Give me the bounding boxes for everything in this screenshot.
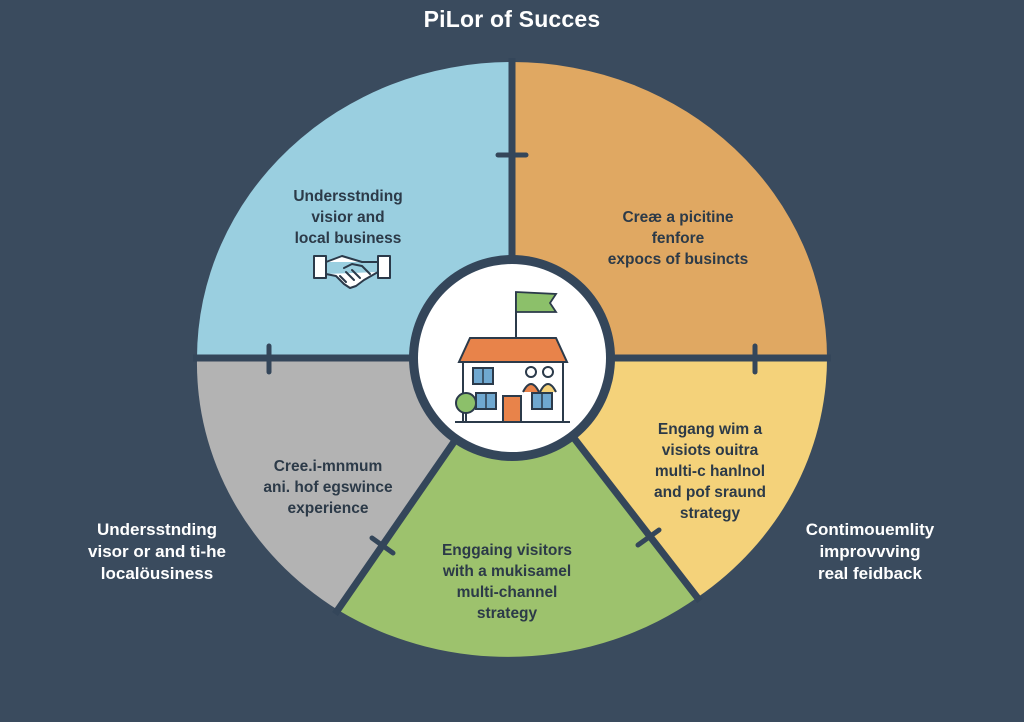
segment-yellow-line-5: strategy bbox=[679, 505, 741, 522]
segment-gray-line-3: experience bbox=[287, 500, 369, 517]
segment-green-line-4: strategy bbox=[476, 605, 538, 622]
segment-yellow-line-3: multi-c hanlnol bbox=[654, 463, 766, 480]
segment-gray-line-2: ani. hof egswince bbox=[263, 479, 393, 496]
segment-orange-line-3: expocs of busincts bbox=[607, 251, 749, 268]
segment-green-line-2: with a mukisamel bbox=[442, 563, 572, 580]
outer-left-line-2: visor or and ti-he bbox=[88, 542, 226, 561]
segment-blue-line-3: local business bbox=[294, 230, 402, 247]
segment-green bbox=[338, 358, 698, 657]
outer-label-right: Contimouemlity improvvving real feidback bbox=[775, 519, 965, 585]
segment-yellow-line-1: Engang wim a bbox=[657, 421, 763, 438]
segment-yellow-text: Engang wim a visiots ouitra multi-c hanl… bbox=[620, 419, 800, 524]
segment-gray-line-1: Cree.i-mnmum bbox=[273, 458, 383, 475]
segment-green-text: Enggaing visitors with a mukisamel multi… bbox=[417, 540, 597, 624]
outer-right-line-1: Contimouemlity bbox=[805, 520, 935, 539]
house-flag-icon bbox=[455, 291, 570, 423]
segment-gray-text: Cree.i-mnmum ani. hof egswince experienc… bbox=[238, 456, 418, 519]
segment-yellow-line-4: and pof sraund bbox=[654, 484, 766, 501]
segment-yellow-line-2: visiots ouitra bbox=[661, 442, 759, 459]
segment-blue-text: Undersstnding visior and local business bbox=[258, 186, 438, 249]
outer-right-line-2: improvvving bbox=[819, 542, 921, 561]
outer-left-line-1: Undersstnding bbox=[97, 520, 217, 539]
segment-blue-line-2: visior and bbox=[311, 209, 385, 226]
segment-orange-line-1: Creæ a picitine bbox=[622, 209, 734, 226]
diagram-title: PiLor of Succes bbox=[423, 6, 601, 32]
segment-green-line-1: Enggaing visitors bbox=[441, 542, 573, 559]
segment-orange bbox=[512, 62, 827, 358]
segment-orange-text: Creæ a picitine fenfore expocs of businc… bbox=[588, 207, 768, 270]
segment-orange-line-2: fenfore bbox=[651, 230, 705, 247]
outer-right-line-3: real feidback bbox=[818, 564, 922, 583]
outer-left-line-3: localöusiness bbox=[100, 564, 214, 583]
handshake-icon bbox=[313, 255, 391, 289]
outer-label-left: Undersstnding visor or and ti-he localöu… bbox=[62, 519, 252, 585]
segment-blue bbox=[197, 62, 512, 358]
segment-green-line-3: multi-channel bbox=[456, 584, 558, 601]
segment-blue-line-1: Undersstnding bbox=[293, 188, 403, 205]
divider-ticks bbox=[266, 152, 758, 556]
